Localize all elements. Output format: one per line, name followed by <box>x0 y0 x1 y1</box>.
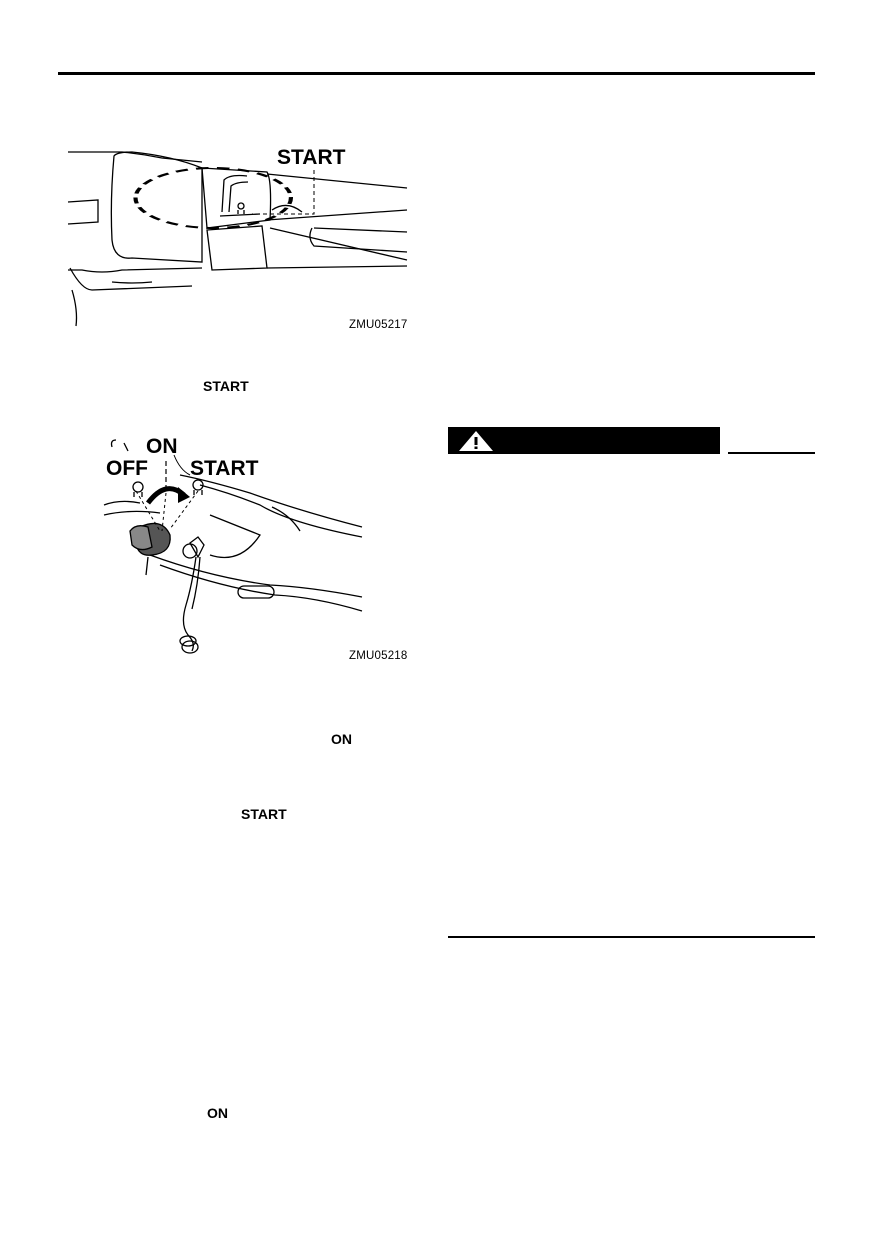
header-rule <box>58 72 815 75</box>
inline-label-start: START <box>241 806 287 822</box>
start-callout: START <box>277 146 346 169</box>
inline-label-start: START <box>203 378 249 394</box>
start-callout: START <box>190 457 259 480</box>
figure-code: ZMU05217 <box>349 319 408 331</box>
warning-header-rule <box>728 452 815 454</box>
figure-start-switch: START <box>62 140 412 340</box>
off-callout: OFF <box>106 457 148 480</box>
warning-bottom-rule <box>448 936 815 938</box>
start-switch-illustration: START <box>67 146 408 327</box>
on-callout: ON <box>146 435 178 458</box>
inline-label-on: ON <box>331 731 352 747</box>
exclamation-triangle-icon <box>458 430 494 457</box>
figure-code: ZMU05218 <box>349 650 408 662</box>
figure-ignition-switch: ON OFF START <box>100 435 370 660</box>
ignition-switch-illustration: ON OFF START <box>103 435 363 654</box>
warning-header-bar <box>448 427 720 454</box>
inline-label-on: ON <box>207 1105 228 1121</box>
